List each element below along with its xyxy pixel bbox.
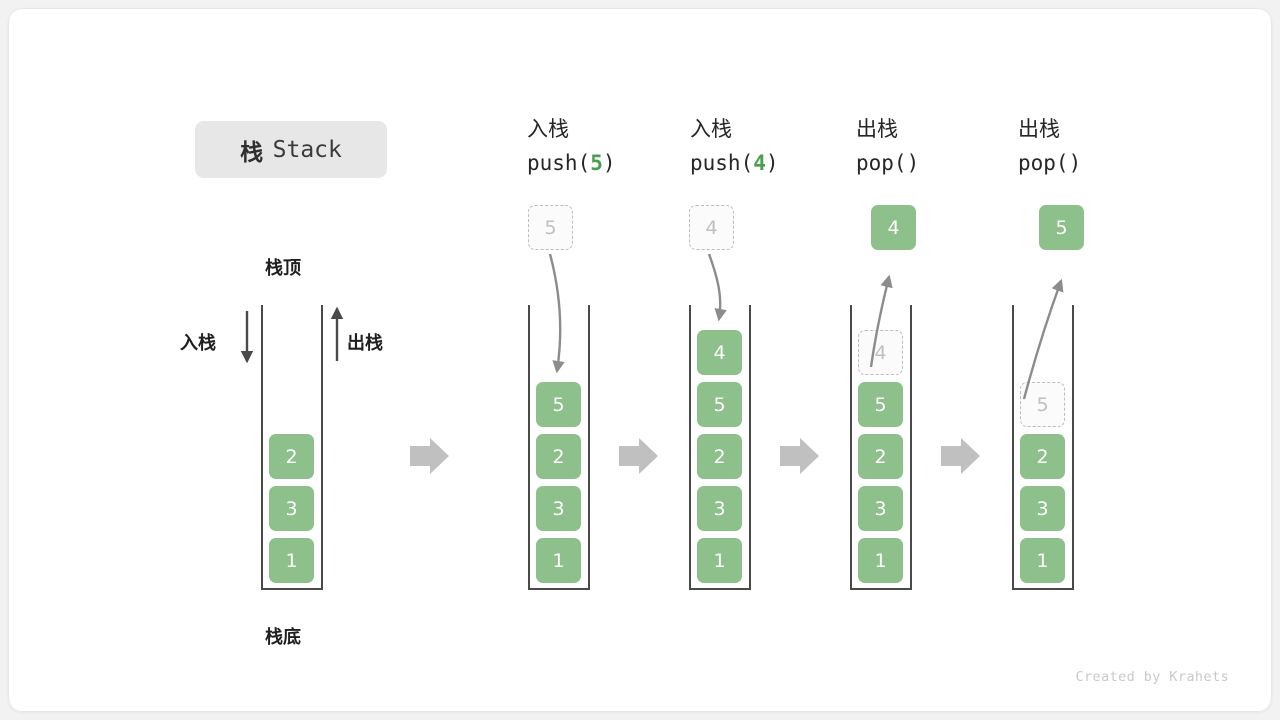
column-header-label-cn: 入栈 bbox=[690, 117, 732, 141]
stack-element: 2 bbox=[858, 434, 903, 479]
column-header-label-cn: 出栈 bbox=[1018, 117, 1060, 141]
stack-wall-right bbox=[321, 305, 323, 590]
title-chinese: 栈 bbox=[240, 139, 264, 166]
arrow-overlay bbox=[240, 253, 1064, 474]
stack-element: 1 bbox=[697, 538, 742, 583]
column-header-push-5: 入栈 push(5) bbox=[527, 115, 616, 179]
column-header-label-cn: 出栈 bbox=[856, 117, 898, 141]
code-prefix: pop( bbox=[1018, 150, 1069, 175]
column-header-code: pop() bbox=[1018, 149, 1081, 179]
step-arrow bbox=[410, 438, 449, 474]
label-stack-bottom: 栈底 bbox=[265, 627, 301, 648]
code-suffix: ) bbox=[602, 150, 616, 175]
code-suffix: ) bbox=[1068, 150, 1082, 175]
column-header-pop-2: 出栈 pop() bbox=[1018, 115, 1081, 179]
step-arrow bbox=[780, 438, 819, 474]
stack-floor bbox=[689, 588, 751, 590]
code-prefix: pop( bbox=[856, 150, 907, 175]
stack-element: 1 bbox=[269, 538, 314, 583]
code-suffix: ) bbox=[765, 150, 779, 175]
footer-credit: Created by Krahets bbox=[1075, 669, 1229, 685]
stack-wall-left bbox=[528, 305, 530, 590]
step-arrow bbox=[619, 438, 658, 474]
popped-element: 4 bbox=[871, 205, 916, 250]
column-header-code: pop() bbox=[856, 149, 919, 179]
stack-container-pop-2: 5 2 3 1 bbox=[1012, 305, 1074, 590]
incoming-element-ghost: 4 bbox=[689, 205, 734, 250]
stack-element: 1 bbox=[536, 538, 581, 583]
stack-floor bbox=[1012, 588, 1074, 590]
stack-floor bbox=[261, 588, 323, 590]
column-header-push-4: 入栈 push(4) bbox=[690, 115, 779, 179]
vacated-slot-ghost: 5 bbox=[1020, 382, 1065, 427]
stack-element: 1 bbox=[858, 538, 903, 583]
stack-element: 2 bbox=[269, 434, 314, 479]
stack-wall-right bbox=[588, 305, 590, 590]
stack-container-initial: 2 3 1 bbox=[261, 305, 323, 590]
step-arrow bbox=[941, 438, 980, 474]
stack-element: 5 bbox=[697, 382, 742, 427]
popped-element: 5 bbox=[1039, 205, 1084, 250]
column-header-code: push(4) bbox=[690, 149, 779, 179]
code-prefix: push( bbox=[690, 150, 754, 175]
label-stack-top: 栈顶 bbox=[265, 258, 301, 279]
stack-element: 5 bbox=[858, 382, 903, 427]
label-pop-direction: 出栈 bbox=[347, 333, 383, 354]
stack-floor bbox=[528, 588, 590, 590]
stack-wall-left bbox=[689, 305, 691, 590]
column-header-label-cn: 入栈 bbox=[527, 117, 569, 141]
diagram-title-chip: 栈 Stack bbox=[195, 121, 387, 178]
stack-element: 2 bbox=[697, 434, 742, 479]
title-english: Stack bbox=[272, 136, 342, 163]
code-prefix: push( bbox=[527, 150, 591, 175]
column-header-code: push(5) bbox=[527, 149, 616, 179]
code-suffix: ) bbox=[906, 150, 920, 175]
stack-wall-right bbox=[1072, 305, 1074, 590]
incoming-element-ghost: 5 bbox=[528, 205, 573, 250]
stack-wall-left bbox=[1012, 305, 1014, 590]
stack-container-push-4: 4 5 2 3 1 bbox=[689, 305, 751, 590]
stack-element: 3 bbox=[536, 486, 581, 531]
stack-wall-left bbox=[261, 305, 263, 590]
stack-element: 3 bbox=[858, 486, 903, 531]
diagram-card: 栈 Stack 入栈 push(5) 入栈 push(4) 出栈 pop() 出… bbox=[8, 8, 1272, 712]
stack-floor bbox=[850, 588, 912, 590]
code-argument: 5 bbox=[590, 150, 603, 175]
stack-wall-right bbox=[910, 305, 912, 590]
stack-element: 3 bbox=[697, 486, 742, 531]
stack-element: 4 bbox=[697, 330, 742, 375]
stack-element: 3 bbox=[1020, 486, 1065, 531]
stack-element: 2 bbox=[1020, 434, 1065, 479]
stack-element: 3 bbox=[269, 486, 314, 531]
stack-element: 2 bbox=[536, 434, 581, 479]
stack-wall-right bbox=[749, 305, 751, 590]
stack-container-push-5: 5 2 3 1 bbox=[528, 305, 590, 590]
stack-wall-left bbox=[850, 305, 852, 590]
code-argument: 4 bbox=[753, 150, 766, 175]
vacated-slot-ghost: 4 bbox=[858, 330, 903, 375]
stack-element: 5 bbox=[536, 382, 581, 427]
stack-container-pop-1: 4 5 2 3 1 bbox=[850, 305, 912, 590]
column-header-pop-1: 出栈 pop() bbox=[856, 115, 919, 179]
label-push-direction: 入栈 bbox=[180, 333, 216, 354]
stack-element: 1 bbox=[1020, 538, 1065, 583]
